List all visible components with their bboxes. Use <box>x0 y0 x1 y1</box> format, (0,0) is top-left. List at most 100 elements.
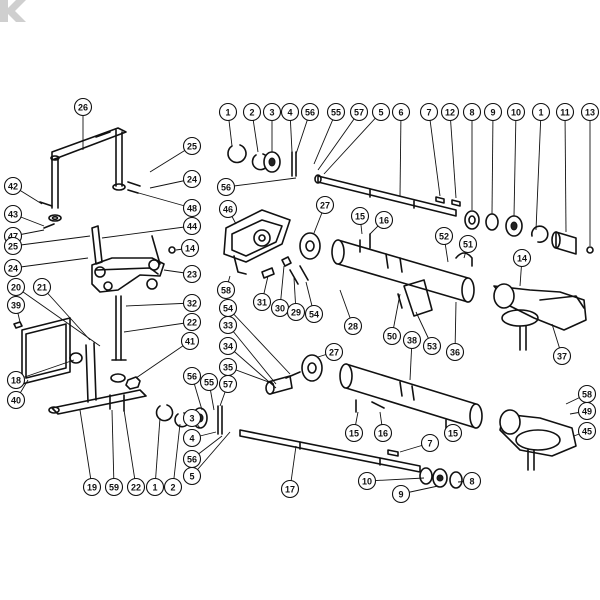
callout-number: 15 <box>448 429 458 439</box>
callout-number: 27 <box>329 348 339 358</box>
callout-3: 3 <box>262 102 282 122</box>
callout-circle <box>182 293 202 313</box>
callout-number: 53 <box>427 342 437 352</box>
callout-number: 12 <box>445 108 455 118</box>
callout-circle <box>445 342 465 362</box>
callout-6: 6 <box>391 102 411 122</box>
leader-line <box>135 340 191 379</box>
callout-circle <box>440 102 460 122</box>
leader-line <box>79 409 93 488</box>
callout-34: 34 <box>218 336 238 356</box>
callout-circle <box>577 401 597 421</box>
callout-number: 20 <box>11 283 21 293</box>
callout-20: 20 <box>6 277 26 297</box>
callout-circle <box>419 102 439 122</box>
callout-number: 18 <box>11 376 21 386</box>
callout-circle <box>6 370 26 390</box>
callout-circle <box>343 316 363 336</box>
callout-number: 46 <box>223 205 233 215</box>
callout-9: 9 <box>391 484 411 504</box>
leader-line <box>535 111 542 231</box>
callout-number: 56 <box>221 183 231 193</box>
callout-number: 10 <box>511 108 521 118</box>
callout-13: 13 <box>580 102 600 122</box>
callout-54: 54 <box>218 298 238 318</box>
callout-22: 22 <box>126 477 146 497</box>
callout-12: 12 <box>440 102 460 122</box>
lower-shaft-assembly <box>155 404 463 489</box>
callout-19: 19 <box>82 477 102 497</box>
callout-40: 40 <box>6 390 26 410</box>
callout-circle <box>391 102 411 122</box>
callout-27: 27 <box>324 342 344 362</box>
leader-line <box>125 302 193 307</box>
callout-1: 1 <box>218 102 238 122</box>
callout-number: 26 <box>78 103 88 113</box>
callout-number: 32 <box>187 299 197 309</box>
callout-number: 42 <box>8 182 18 192</box>
callout-10: 10 <box>357 471 377 491</box>
callout-number: 40 <box>11 396 21 406</box>
callout-41: 41 <box>180 331 200 351</box>
leader-line <box>564 111 567 233</box>
callout-35: 35 <box>218 357 238 377</box>
callout-circle <box>280 479 300 499</box>
callout-circle <box>344 423 364 443</box>
callout-number: 48 <box>187 204 197 214</box>
callout-circle <box>371 102 391 122</box>
callout-circle <box>458 234 478 254</box>
callout-circle <box>512 248 532 268</box>
callout-37: 37 <box>552 346 572 366</box>
leader-line <box>428 111 441 197</box>
callout-circle <box>6 390 26 410</box>
callout-59: 59 <box>104 477 124 497</box>
callout-number: 57 <box>354 108 364 118</box>
callout-number: 4 <box>287 108 292 118</box>
leader-line <box>41 286 91 341</box>
callout-16: 16 <box>374 210 394 230</box>
callout-circle <box>242 102 262 122</box>
callout-circle <box>326 102 346 122</box>
callout-number: 14 <box>185 244 195 254</box>
callout-11: 11 <box>555 102 575 122</box>
leader-line <box>323 111 382 175</box>
callout-number: 47 <box>8 232 18 242</box>
callout-56: 56 <box>216 177 236 197</box>
callout-number: 24 <box>187 175 197 185</box>
callout-number: 17 <box>285 485 295 495</box>
callout-30: 30 <box>270 298 290 318</box>
leader-line <box>513 111 517 217</box>
callout-number: 9 <box>490 108 495 118</box>
callout-24: 24 <box>182 169 202 189</box>
callout-27: 27 <box>315 195 335 215</box>
callout-23: 23 <box>182 264 202 284</box>
callout-49: 49 <box>577 401 597 421</box>
callout-58: 58 <box>216 280 236 300</box>
callout-56: 56 <box>182 366 202 386</box>
callout-number: 31 <box>257 298 267 308</box>
callout-5: 5 <box>182 466 202 486</box>
callout-55: 55 <box>199 372 219 392</box>
callout-circle <box>349 102 369 122</box>
leader-line <box>15 286 101 347</box>
callout-circle <box>182 466 202 486</box>
callout-number: 52 <box>439 232 449 242</box>
callout-number: 24 <box>8 264 18 274</box>
callout-number: 51 <box>463 240 473 250</box>
leader-line <box>123 409 137 488</box>
callout-circle <box>182 198 202 218</box>
upper-tube-assembly <box>223 209 587 351</box>
callout-8: 8 <box>462 102 482 122</box>
leader-line <box>317 111 360 171</box>
callout-1: 1 <box>531 102 551 122</box>
callout-number: 3 <box>269 108 274 118</box>
callout-57: 57 <box>218 374 238 394</box>
callout-number: 15 <box>349 429 359 439</box>
callout-circle <box>280 102 300 122</box>
callout-number: 56 <box>187 455 197 465</box>
leader-line <box>12 257 89 269</box>
callout-14: 14 <box>180 238 200 258</box>
callout-number: 50 <box>387 332 397 342</box>
callout-number: 11 <box>560 108 570 118</box>
callout-number: 55 <box>331 108 341 118</box>
